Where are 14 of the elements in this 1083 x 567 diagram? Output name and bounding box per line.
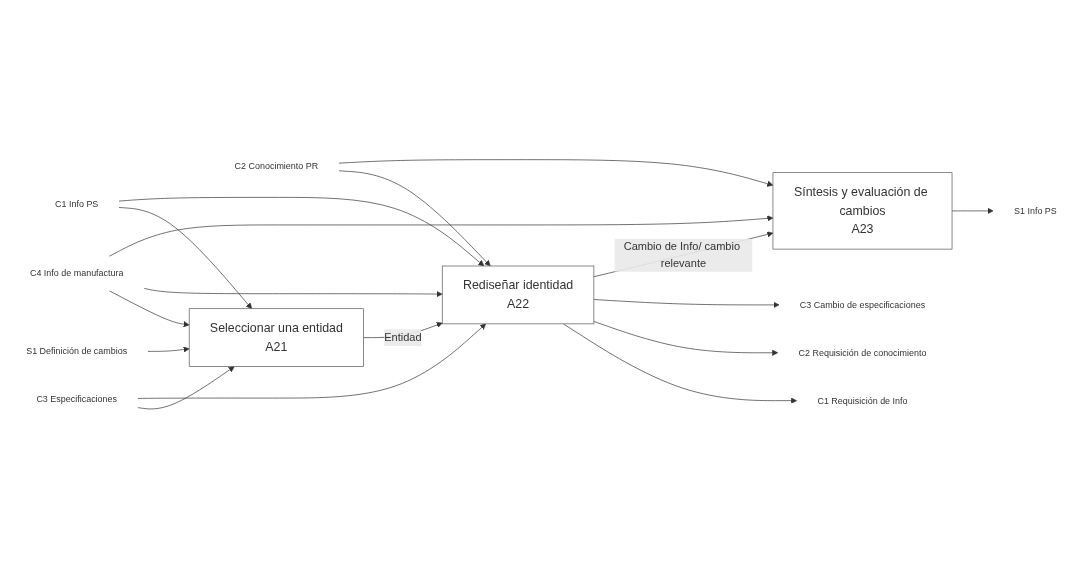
node-text: C1 Requisición de Info — [817, 395, 908, 406]
node-box: Síntesis y evaluación de cambios A23 — [772, 172, 953, 250]
node-box: Rediseñar identidad A22 — [441, 265, 595, 325]
node-text: S1 Info PS — [1014, 205, 1057, 216]
node-text: C2 Conocimiento PR — [234, 161, 319, 172]
edge-label: Entidad — [384, 331, 422, 344]
edge-label: Cambio de Info/ cambio relevante — [623, 240, 741, 269]
node-text: C2 Requisición de conocimiento — [798, 347, 927, 358]
node-text: C4 Info de manufactura — [29, 268, 124, 279]
node-text: C1 Info PS — [55, 198, 99, 210]
node-text: C3 Cambio de especificaciones — [799, 299, 926, 310]
node-text: S1 Definición de cambios — [26, 345, 128, 357]
node-box: Seleccionar una entidad A21 — [188, 308, 364, 367]
node-text: C3 Especificaciones — [36, 393, 118, 405]
